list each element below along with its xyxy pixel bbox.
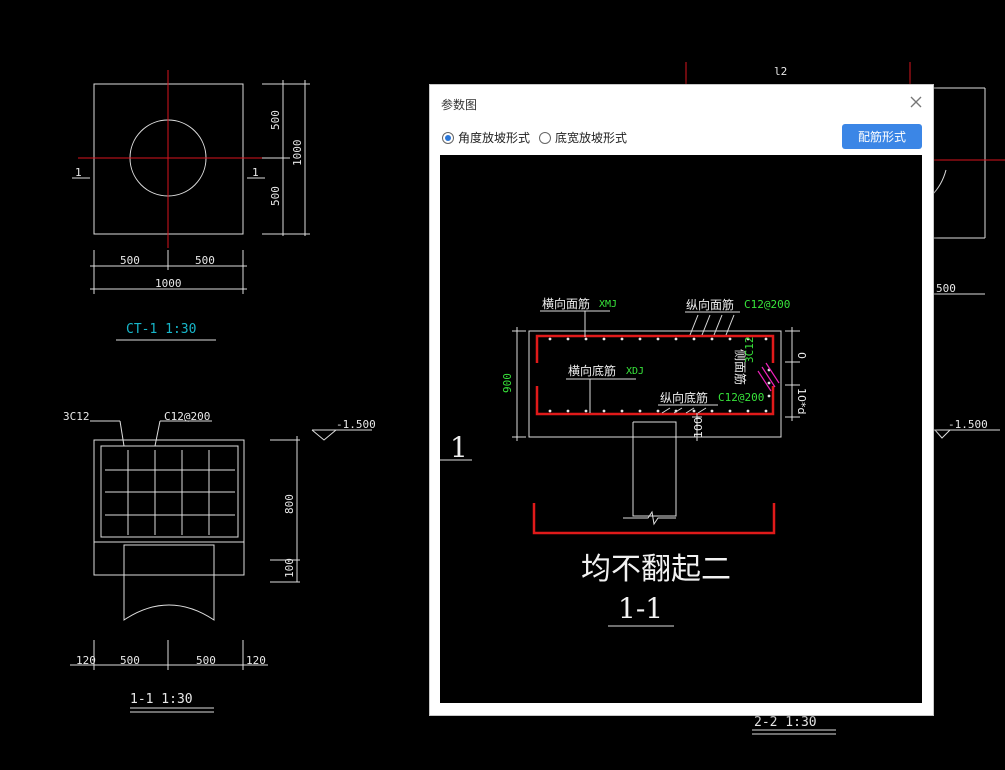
label-bottom-longitudinal-value: C12@200 (718, 391, 764, 404)
plan-section-mark-left: 1 (75, 166, 82, 179)
diagram-caption: 均不翻起二 (581, 552, 731, 587)
parameter-diagram: 1 (440, 296, 808, 627)
radio-unchecked-icon[interactable] (539, 131, 551, 144)
bottom-bracket (532, 503, 776, 535)
section-dim-100: 100 (283, 558, 296, 578)
label-top-transverse-code: XMJ (599, 299, 617, 310)
plan-dim-1000-side: 1000 (291, 140, 304, 167)
plan-dim-1000-total: 1000 (155, 277, 182, 290)
side-rebar-marks (757, 362, 780, 392)
dim-height-900: 900 (501, 373, 514, 393)
dim-10d: 10*d (795, 388, 808, 414)
right-elevation: -1.500 (948, 418, 988, 431)
top-rebar (535, 334, 775, 363)
dim-100: 100 (692, 417, 705, 438)
parameter-dialog[interactable]: 参数图 角度放坡形式 底宽放坡形式 配筋形式 1 (429, 84, 934, 716)
label-side-rebar: 侧面筋 (733, 349, 748, 385)
diagram-section-mark: 1 (450, 431, 468, 464)
label-top-transverse: 横向面筋 (542, 296, 590, 311)
right-partial-drawing (685, 62, 1005, 735)
radio-width-slope[interactable]: 底宽放坡形式 (539, 129, 627, 146)
plan-title: CT-1 1:30 (126, 322, 196, 337)
section-elevation: -1.500 (336, 418, 376, 431)
section-view-left (70, 420, 372, 713)
section-dim-120-left: 120 (76, 654, 96, 667)
section-height-dim: 800 (283, 494, 296, 514)
plan-dim-500-bottom: 500 (269, 186, 282, 206)
plan-dim-500-right: 500 (195, 254, 215, 267)
bottom-rebar (535, 386, 775, 416)
plan-dim-500-left: 500 (120, 254, 140, 267)
parameter-diagram-canvas: 1 (440, 155, 922, 703)
label-top-longitudinal: 纵向面筋 (686, 297, 734, 312)
plan-view (72, 70, 310, 341)
rebar-form-button[interactable]: 配筋形式 (842, 124, 922, 149)
section-rebar-count: 3C12 (63, 410, 90, 423)
label-bottom-longitudinal: 纵向底筋 (660, 390, 708, 405)
right-top-label: l2 (774, 65, 787, 78)
rebar-dots (548, 337, 771, 413)
diagram-section-title: 1-1 (618, 592, 663, 625)
plan-section-mark-right: 1 (252, 166, 259, 179)
label-bottom-transverse-code: XDJ (626, 366, 644, 377)
slab-outline (528, 330, 782, 438)
dialog-title: 参数图 (441, 98, 478, 112)
section-dim-120-right: 120 (246, 654, 266, 667)
section-dim-500-right: 500 (196, 654, 216, 667)
label-bottom-transverse: 横向底筋 (568, 363, 616, 378)
label-top-longitudinal-value: C12@200 (744, 298, 790, 311)
section-title: 1-1 1:30 (130, 692, 193, 707)
radio-checked-icon[interactable] (442, 131, 454, 144)
section-dim-500-left: 500 (120, 654, 140, 667)
right-section-title: 2-2 1:30 (754, 715, 817, 730)
column-outline (632, 421, 677, 517)
radio-width-slope-label: 底宽放坡形式 (555, 131, 628, 145)
plan-dim-500-top: 500 (269, 110, 282, 130)
right-dim-500: 500 (936, 282, 956, 295)
radio-angle-slope[interactable]: 角度放坡形式 (442, 129, 530, 146)
label-side-rebar-value: 3C12 (743, 337, 756, 364)
dim-top-0: 0 (795, 352, 808, 359)
section-rebar-spacing: C12@200 (164, 410, 210, 423)
close-icon[interactable] (909, 95, 923, 109)
radio-angle-slope-label: 角度放坡形式 (458, 131, 531, 145)
